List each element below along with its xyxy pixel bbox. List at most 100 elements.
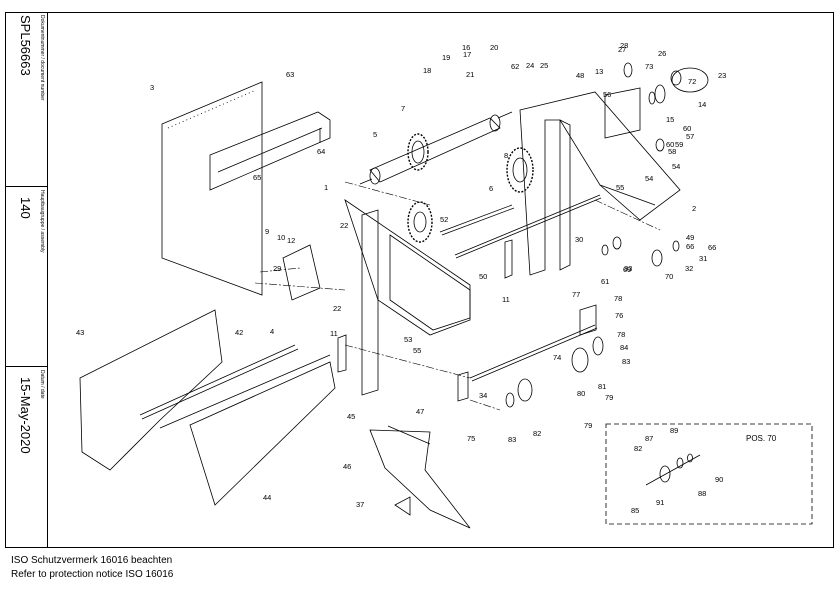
callout-72: 72 [688, 77, 696, 86]
callout-58: 58 [668, 147, 676, 156]
callout-52: 52 [440, 215, 448, 224]
callout-37: 37 [356, 500, 364, 509]
callout-66: 66 [708, 243, 716, 252]
detail-box [605, 423, 813, 525]
callout-66: 66 [686, 242, 694, 251]
panel-45 [189, 361, 336, 506]
bracket-13 [604, 87, 641, 139]
callout-13: 13 [595, 67, 603, 76]
sprocket-7 [407, 133, 429, 171]
callout-61: 61 [601, 277, 609, 286]
rail-63 [209, 111, 331, 191]
sprocket-lower [407, 201, 433, 243]
callout-88: 88 [698, 489, 706, 498]
drawing-frame [5, 12, 834, 548]
callout-80: 80 [577, 389, 585, 398]
frame-1 [361, 209, 379, 396]
callout-54: 54 [672, 162, 680, 171]
callout-76: 76 [615, 311, 623, 320]
title-block: Dokumentnummer / document number SPL5666… [5, 12, 48, 548]
callout-17: 17 [463, 50, 471, 59]
callout-12: 12 [287, 236, 295, 245]
callout-27: 27 [618, 45, 626, 54]
callout-24: 24 [526, 61, 534, 70]
callout-65: 65 [253, 173, 261, 182]
callout-46: 46 [343, 462, 351, 471]
callout-5: 5 [373, 130, 377, 139]
plate-75 [457, 371, 469, 402]
callout-62: 62 [511, 62, 519, 71]
callout-54: 54 [645, 174, 653, 183]
callout-90: 90 [715, 475, 723, 484]
callout-79: 79 [605, 393, 613, 402]
callout-42: 42 [235, 328, 243, 337]
frame-2 [519, 91, 681, 276]
shield-44 [79, 309, 223, 471]
callout-84: 84 [620, 343, 628, 352]
callout-22: 22 [340, 221, 348, 230]
callout-64: 64 [317, 147, 325, 156]
callout-50: 50 [479, 272, 487, 281]
callout-82: 82 [634, 444, 642, 453]
callout-34: 34 [479, 391, 487, 400]
roller-5 [369, 117, 501, 183]
callout-28: 28 [620, 41, 628, 50]
callout-57: 57 [686, 132, 694, 141]
plate-76 [579, 304, 597, 336]
callout-8: 8 [504, 151, 508, 160]
callout-60: 60 [683, 124, 691, 133]
callout-82: 82 [533, 429, 541, 438]
sprocket-6 [506, 147, 534, 193]
callout-48: 48 [576, 71, 584, 80]
frame-plate [344, 199, 471, 336]
callout-83: 83 [622, 357, 630, 366]
callout-11: 11 [330, 329, 338, 338]
callout-75: 75 [467, 434, 475, 443]
callout-47: 47 [416, 407, 424, 416]
callout-31: 31 [699, 254, 707, 263]
callout-81: 81 [598, 382, 606, 391]
callout-19: 19 [442, 53, 450, 62]
callout-70: 70 [665, 272, 673, 281]
assembly-cell: Hauptbaugruppe / assembly 140 [5, 187, 47, 367]
callout-77: 77 [572, 290, 580, 299]
callout-20: 20 [490, 43, 498, 52]
callout-7: 7 [401, 104, 405, 113]
protection-notice-en: Refer to protection notice ISO 16016 [11, 569, 174, 580]
callout-1: 1 [324, 183, 328, 192]
callout-91: 91 [656, 498, 664, 507]
callout-55: 55 [616, 183, 624, 192]
callout-29: 29 [273, 264, 281, 273]
callout-49: 49 [686, 233, 694, 242]
callout-59: 59 [675, 140, 683, 149]
callout-74: 74 [553, 353, 561, 362]
callout-25: 25 [540, 61, 548, 70]
callout-83: 83 [508, 435, 516, 444]
detail-title: POS. 70 [746, 434, 777, 443]
callout-labels: 1234567891011111213141516171819202122222… [76, 41, 726, 515]
callout-2: 2 [692, 204, 696, 213]
callout-44: 44 [263, 493, 271, 502]
callout-87: 87 [645, 434, 653, 443]
callout-9: 9 [265, 227, 269, 236]
belt-24 [671, 67, 709, 93]
callout-73: 73 [645, 62, 653, 71]
callout-30: 30 [575, 235, 583, 244]
callout-89: 89 [670, 426, 678, 435]
callout-79: 79 [584, 421, 592, 430]
callout-3: 3 [150, 83, 154, 92]
callout-45: 45 [347, 412, 355, 421]
callout-16: 16 [462, 43, 470, 52]
callout-33: 33 [624, 264, 632, 273]
callout-78: 78 [617, 330, 625, 339]
callout-23: 23 [718, 71, 726, 80]
callout-15: 15 [666, 115, 674, 124]
callout-55: 55 [413, 346, 421, 355]
callout-14: 14 [698, 100, 706, 109]
callout-4: 4 [270, 327, 274, 336]
callout-32: 32 [685, 264, 693, 273]
callout-43: 43 [76, 328, 84, 337]
protection-notice-de: ISO Schutzvermerk 16016 beachten [11, 555, 173, 566]
